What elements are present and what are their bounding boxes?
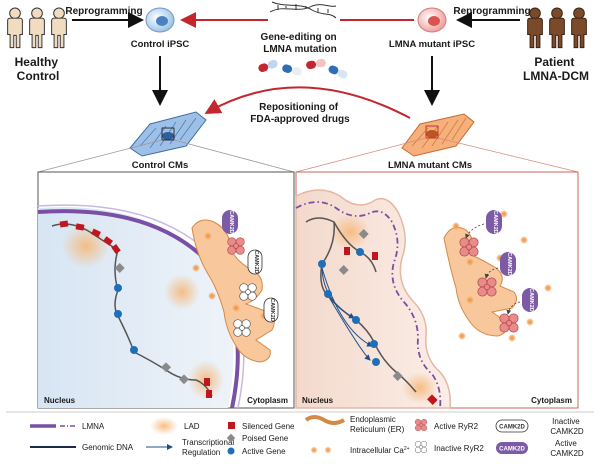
healthy-control-people-icon <box>7 7 67 49</box>
repositioning-label: Repositioning of FDA-approved drugs <box>250 102 350 125</box>
legend-inactive-camk-swatch <box>495 419 529 433</box>
phosphorylation-arrow <box>484 267 499 279</box>
lad-blob <box>402 372 438 404</box>
svg-text:CAMK2D: CAMK2D <box>506 252 512 276</box>
nucleus-label: Nucleus <box>44 396 76 405</box>
disrupted-lmna-lamina <box>295 201 442 409</box>
legend-er-label: Endoplasmic Reticulum (ER) <box>350 415 405 434</box>
active-ryr2-icon <box>459 237 479 257</box>
camk2d-active-badge: CAMK2D <box>222 210 238 234</box>
legend-calcium-swatch <box>310 446 318 454</box>
silenced-genes <box>59 220 212 398</box>
mutant-ipsc-label: LMNA mutant iPSC <box>389 39 475 50</box>
lad-blob <box>164 274 200 310</box>
active-ryr2-icon <box>227 237 245 255</box>
patient-label: Patient LMNA-DCM <box>523 55 589 83</box>
legend-inactive-camk-badge-text: CAMK2D <box>499 425 525 431</box>
legend-active-camk-swatch <box>496 442 528 454</box>
active-ryr2-icon <box>477 277 497 297</box>
inactive-ryr2-icon <box>239 283 257 301</box>
legend-calcium-label: Intracellular Ca2+ <box>350 446 410 455</box>
legend-lad-swatch <box>150 417 178 435</box>
legend-inactive-camk-label: Inactive CAMK2D <box>550 417 584 436</box>
svg-text:CAMK2D: CAMK2D <box>528 288 534 312</box>
transcriptional-regulation-arrow <box>321 267 373 347</box>
camk2d-inactive-badge: CAMK2D <box>263 297 279 323</box>
reprogramming-label-right: Reprogramming <box>453 6 530 17</box>
poised-genes <box>338 229 403 381</box>
legend-active-camk-label: Active CAMK2D <box>550 439 584 458</box>
legend-silenced-label: Silenced Gene <box>242 422 295 431</box>
camk2d-active-badge: CAMK2D <box>500 252 516 276</box>
camk2d-active-badge: CAMK2D <box>486 210 502 234</box>
legend-active-swatch <box>227 447 235 455</box>
silenced-genes <box>344 247 438 405</box>
control-detail-panel: CAMK2D CAMK2D CAMK2D Nucleus Cytoplasm <box>37 171 295 409</box>
legend-lad-label: LAD <box>184 422 200 431</box>
svg-text:CAMK2D: CAMK2D <box>228 210 234 234</box>
svg-text:CAMK2D: CAMK2D <box>253 250 259 274</box>
calcium-ions <box>452 210 552 342</box>
legend: LMNA Genomic DNA LAD Transcriptional Reg… <box>6 411 594 458</box>
reprogramming-label-left: Reprogramming <box>65 6 142 17</box>
control-ipsc-cell-icon <box>145 7 175 33</box>
legend-active-camk-badge-text: CAMK2D <box>499 447 525 453</box>
legend-active-label: Active Gene <box>242 447 286 456</box>
svg-text:CAMK2D: CAMK2D <box>269 298 275 322</box>
legend-silenced-swatch <box>228 422 235 429</box>
legend-active-ryr2-swatch <box>414 418 428 432</box>
repositioning-arrow <box>204 86 411 119</box>
cytoplasm-label: Cytoplasm <box>531 396 572 405</box>
legend-dna-label: Genomic DNA <box>82 443 134 452</box>
patient-people-icon <box>527 7 587 49</box>
legend-lmna-label: LMNA <box>82 422 105 431</box>
active-genes <box>114 284 138 354</box>
phosphorylation-arrow <box>506 301 521 315</box>
legend-er-swatch <box>304 415 346 425</box>
mutant-zoom-line-right <box>437 137 579 173</box>
legend-transcriptional-label: Transcriptional Regulation <box>182 438 236 457</box>
phosphorylation-arrow <box>465 223 485 239</box>
drug-capsules-icon <box>258 58 348 79</box>
svg-text:CAMK2D: CAMK2D <box>492 210 498 234</box>
mutant-cms-label: LMNA mutant CMs <box>388 160 472 171</box>
control-zoom-line-right <box>173 139 295 173</box>
control-ipsc-label: Control iPSC <box>131 39 190 50</box>
legend-active-ryr2-label: Active RyR2 <box>434 422 479 431</box>
mutant-ipsc-cell-icon <box>417 7 447 33</box>
mutant-detail-panel: CAMK2D CAMK2D CAMK2D Nucleus Cytoplasm <box>295 171 579 409</box>
control-zoom-line-left <box>37 139 163 173</box>
gene-editing-label: Gene-editing on LMNA mutation <box>261 32 340 55</box>
mutant-cardiomyocyte-icon <box>401 113 475 157</box>
active-ryr2-icon <box>499 313 519 333</box>
legend-inactive-ryr2-swatch <box>414 440 428 454</box>
lad-blob <box>330 214 370 250</box>
transcriptional-regulation-arrow <box>325 291 371 361</box>
camk2d-active-badge: CAMK2D <box>522 288 538 312</box>
legend-poised-swatch <box>226 433 236 443</box>
mutant-zoom-line-left <box>295 137 427 173</box>
active-genes <box>318 248 380 366</box>
legend-poised-label: Poised Gene <box>242 434 289 443</box>
healthy-control-label: Healthy Control <box>15 55 62 83</box>
control-cardiomyocyte-icon <box>129 111 207 157</box>
dna-helix-icon <box>269 1 337 19</box>
cytoplasm-label: Cytoplasm <box>247 396 288 405</box>
legend-inactive-ryr2-label: Inactive RyR2 <box>434 444 484 453</box>
control-cms-label: Control CMs <box>132 160 188 171</box>
nucleus-label: Nucleus <box>302 396 334 405</box>
camk2d-inactive-badge: CAMK2D <box>247 249 263 275</box>
legend-calcium-swatch <box>324 446 332 454</box>
inactive-ryr2-icon <box>233 319 251 337</box>
